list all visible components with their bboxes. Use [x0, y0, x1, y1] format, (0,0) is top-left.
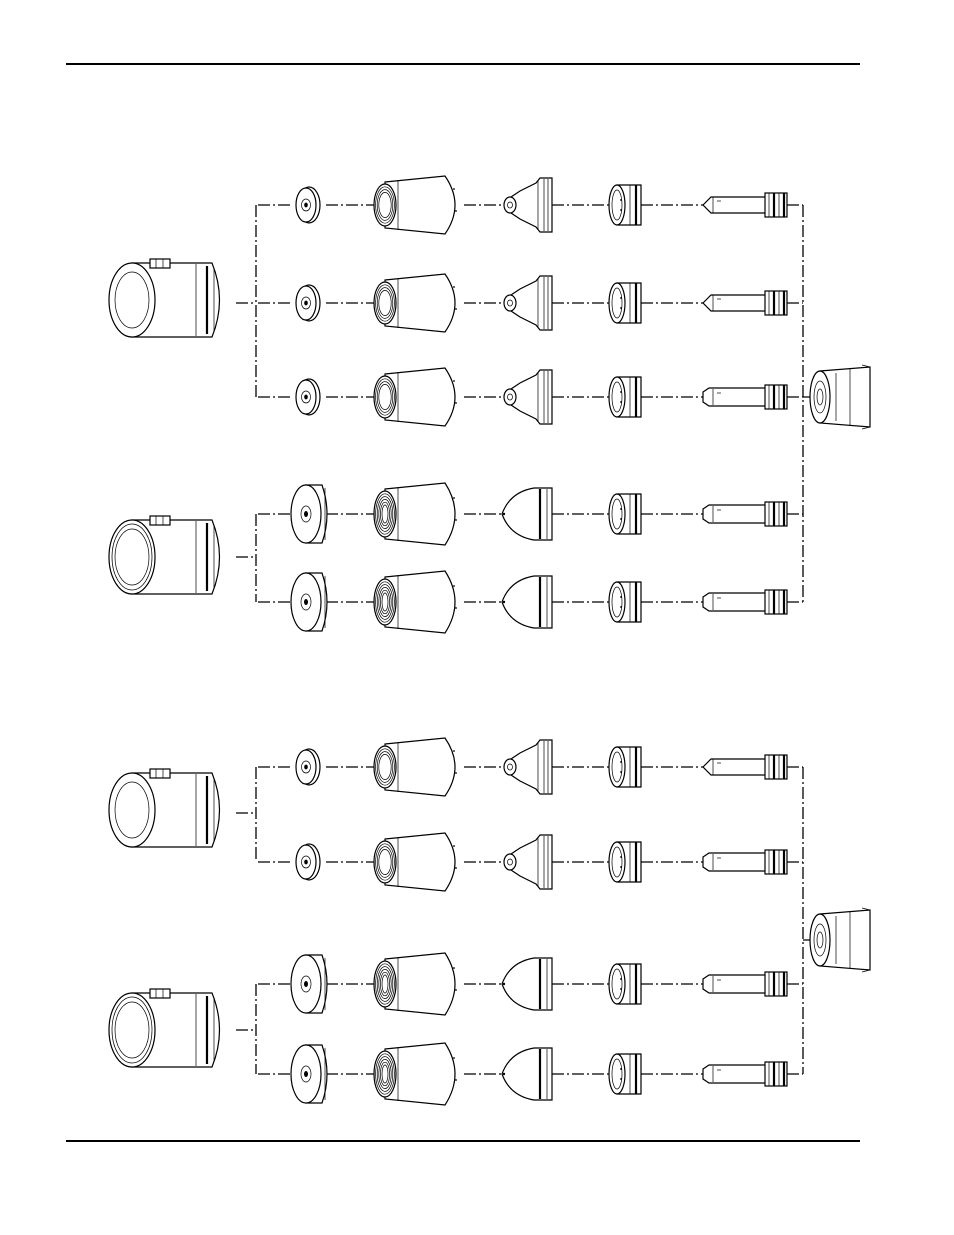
swirl-ring-icon: [608, 282, 642, 324]
shield-icon: [290, 954, 328, 1014]
subgroup-bracket: [236, 514, 257, 602]
swirl-ring-icon: [608, 841, 642, 883]
electrode-icon: [702, 192, 788, 218]
shield-cap-icon: [108, 515, 221, 595]
electrode-icon: [702, 290, 788, 316]
shield-icon: [290, 484, 328, 544]
subgroup-bracket: [236, 767, 257, 862]
electrode-icon: [702, 589, 788, 615]
nozzle-icon: [501, 957, 553, 1011]
electrode-icon: [702, 501, 788, 527]
swirl-ring-icon: [608, 184, 642, 226]
swirl-ring-cap-icon: [373, 832, 457, 892]
nozzle-icon: [503, 177, 553, 233]
nozzle-icon: [501, 1047, 553, 1101]
shield-icon: [295, 748, 321, 786]
swirl-ring-icon: [608, 1053, 642, 1095]
subgroup-bracket: [236, 984, 257, 1074]
torch-head-icon: [809, 364, 871, 430]
shield-icon: [295, 284, 321, 322]
electrode-icon: [702, 971, 788, 997]
nozzle-icon: [503, 834, 553, 890]
footer-rule: [66, 1140, 860, 1142]
shield-icon: [290, 1044, 328, 1104]
electrode-icon: [702, 754, 788, 780]
shield-icon: [295, 378, 321, 416]
shield-cap-icon: [108, 988, 221, 1068]
electrode-icon: [702, 849, 788, 875]
nozzle-icon: [503, 739, 553, 795]
nozzle-icon: [501, 487, 553, 541]
swirl-ring-cap-icon: [373, 273, 457, 333]
nozzle-icon: [503, 275, 553, 331]
torch-head-icon: [809, 907, 871, 973]
swirl-ring-icon: [608, 963, 642, 1005]
shield-icon: [290, 572, 328, 632]
swirl-ring-icon: [608, 376, 642, 418]
swirl-ring-icon: [608, 581, 642, 623]
subgroup-bracket: [236, 205, 257, 397]
swirl-ring-cap-icon: [373, 570, 457, 634]
swirl-ring-cap-icon: [373, 482, 457, 546]
swirl-ring-cap-icon: [373, 367, 457, 427]
swirl-ring-cap-icon: [373, 737, 457, 797]
header-rule: [66, 63, 860, 65]
nozzle-icon: [501, 575, 553, 629]
swirl-ring-cap-icon: [373, 1042, 457, 1106]
nozzle-icon: [503, 369, 553, 425]
swirl-ring-cap-icon: [373, 175, 457, 235]
shield-cap-icon: [108, 768, 221, 848]
swirl-ring-cap-icon: [373, 952, 457, 1016]
shield-icon: [295, 186, 321, 224]
swirl-ring-icon: [608, 746, 642, 788]
electrode-icon: [702, 1061, 788, 1087]
swirl-ring-icon: [608, 493, 642, 535]
shield-cap-icon: [108, 258, 221, 338]
electrode-icon: [702, 384, 788, 410]
shield-icon: [295, 843, 321, 881]
